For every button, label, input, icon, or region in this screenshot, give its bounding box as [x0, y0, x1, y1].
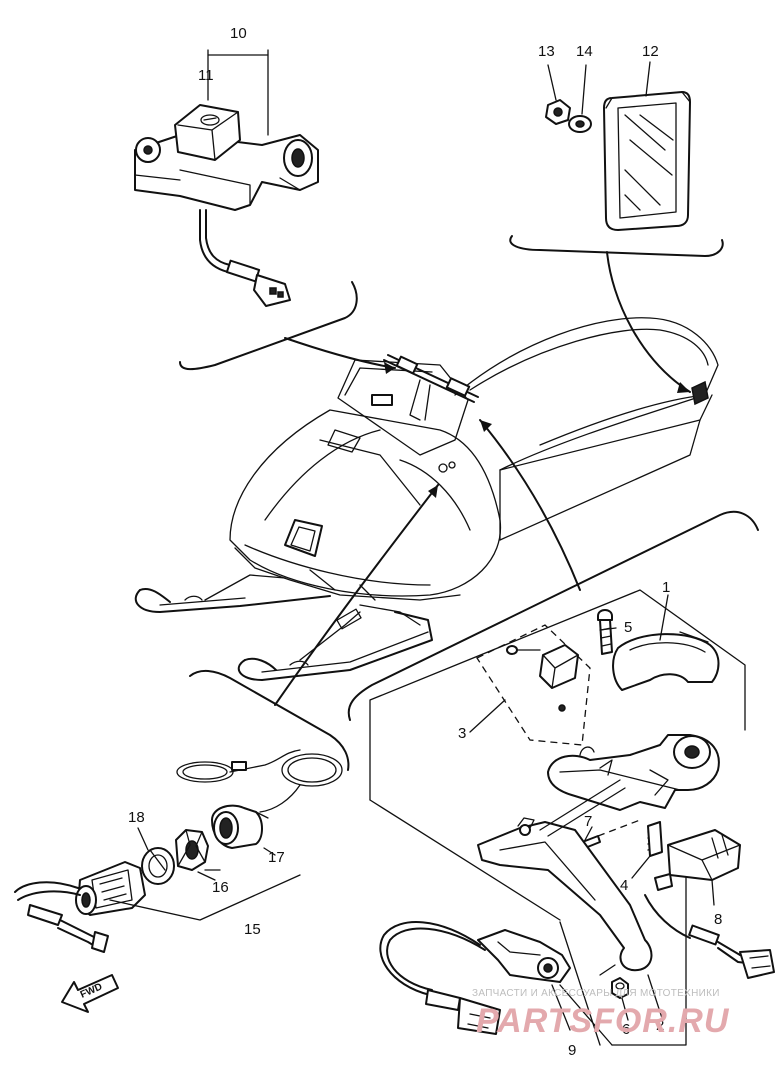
label-9: 9 — [568, 1042, 576, 1059]
lever-assembly — [379, 594, 775, 1046]
watermark-brand: PARTSFOR.RU — [476, 1002, 730, 1040]
part-labels: 10 11 13 14 12 1 5 3 7 4 8 6 2 9 18 17 1… — [128, 25, 722, 1059]
key-switch-assembly — [14, 749, 343, 953]
label-4: 4 — [620, 877, 628, 894]
label-1: 1 — [662, 579, 670, 596]
label-14: 14 — [576, 43, 593, 60]
label-11: 11 — [198, 67, 214, 84]
label-12: 12 — [642, 43, 659, 60]
label-5: 5 — [624, 619, 632, 636]
label-6: 6 — [622, 1021, 630, 1038]
label-15: 15 — [244, 921, 261, 938]
taillight-assembly — [545, 61, 691, 231]
watermark: ЗАПЧАСТИ И АКСЕССУАРЫ ДЛЯ МОТОТЕХНИКИ PA… — [472, 988, 730, 1040]
snowmobile — [134, 317, 719, 681]
label-16: 16 — [212, 879, 229, 896]
label-13: 13 — [538, 43, 555, 60]
label-7: 7 — [584, 813, 592, 830]
handlebar-switch-assembly — [134, 104, 319, 307]
label-10: 10 — [230, 25, 247, 42]
label-17: 17 — [268, 849, 285, 866]
callout-frames — [179, 235, 759, 1046]
label-3: 3 — [458, 725, 466, 742]
fwd-arrow-marker: FWD — [61, 974, 119, 1013]
label-18: 18 — [128, 809, 145, 826]
label-2: 2 — [656, 1017, 664, 1034]
label-8: 8 — [714, 911, 722, 928]
watermark-caption: ЗАПЧАСТИ И АКСЕССУАРЫ ДЛЯ МОТОТЕХНИКИ — [472, 988, 720, 999]
